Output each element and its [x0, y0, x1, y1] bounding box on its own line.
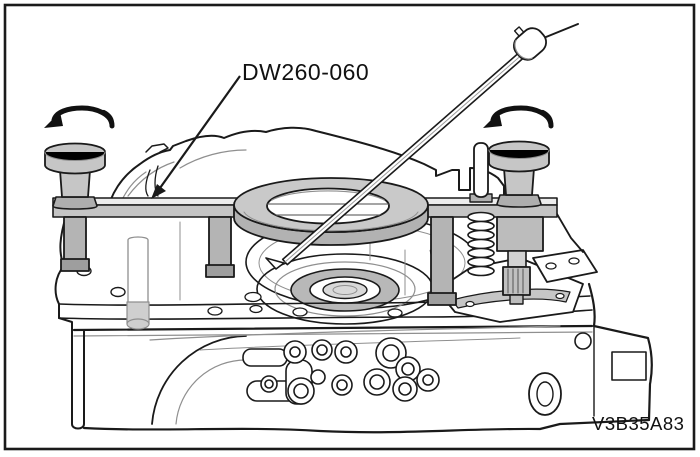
- crankshaft-seal: [244, 253, 434, 325]
- guide-rod: [265, 23, 579, 270]
- knurled-nut: [502, 250, 531, 305]
- seal-puller-tool: [44, 23, 579, 306]
- label-arrow-icon: [151, 184, 166, 199]
- guide-pin: [469, 142, 493, 203]
- label-leader-line: [159, 75, 241, 189]
- tool-callout: DW260-060: [151, 59, 369, 199]
- right-thumb-screw: [488, 140, 550, 208]
- tool-label: DW260-060: [242, 59, 369, 85]
- left-thumb-screw: [44, 142, 106, 210]
- rotate-counterclockwise-icon-right: [483, 105, 554, 129]
- oil-passage-bosses: [242, 337, 440, 405]
- puller-legs: [60, 216, 544, 306]
- rotate-counterclockwise-icon-left: [44, 105, 115, 129]
- figure-reference-code: V3B35A83: [592, 413, 684, 434]
- tool-ring-plate: [233, 177, 429, 246]
- tension-spring: [467, 211, 495, 277]
